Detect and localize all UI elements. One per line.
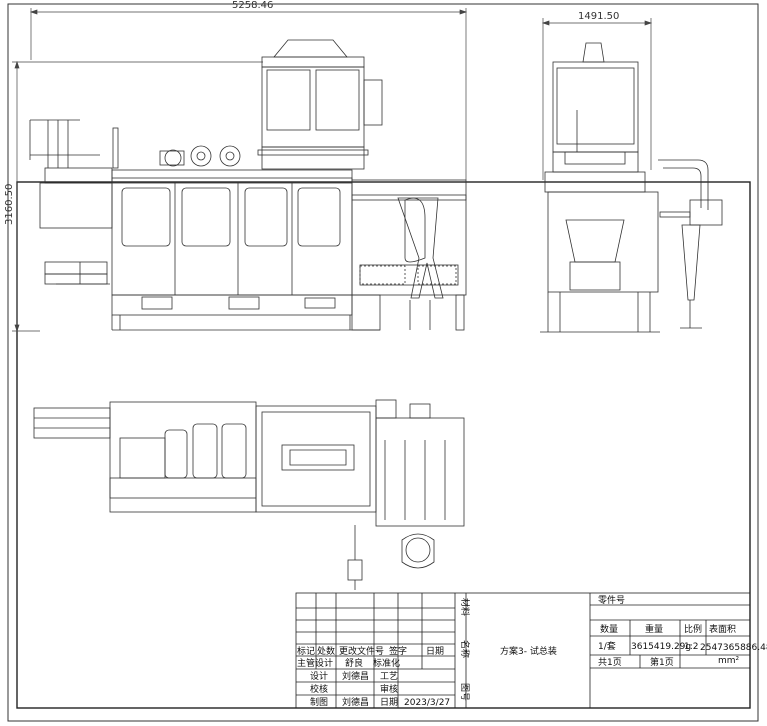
- scheme-name: 方案3- 试总装: [500, 645, 557, 657]
- scale-label: 比例: [684, 623, 702, 635]
- quantity-value: 1/套: [598, 640, 616, 652]
- front-width-label: 5258.46: [232, 0, 273, 11]
- dimension-height: [12, 60, 263, 333]
- rev-header-date: 日期: [426, 646, 444, 657]
- drawing-no-label: 图号: [459, 683, 470, 701]
- revision-headers: 标记 处数 更改文件号 签字 日期: [297, 645, 444, 657]
- scale-value: 1:2: [684, 642, 698, 652]
- approval-rows: 主管设计 舒良 标准化 设计 刘德昌 工艺 校核 审核 制图 刘德昌 日期 20…: [297, 657, 450, 708]
- row-label2-standard: 标准化: [373, 657, 400, 669]
- weight-label: 重量: [645, 623, 663, 635]
- surface-area-label: 表面积: [709, 623, 736, 635]
- rev-header-count: 处数: [317, 645, 335, 657]
- front-view: [29, 39, 467, 331]
- dimension-side-width: [541, 18, 653, 180]
- height-label: 3160.50: [4, 184, 15, 225]
- rev-header-mark: 标记: [297, 645, 315, 657]
- dimension-front-width: [29, 8, 468, 180]
- row-label-design-lead: 主管设计: [297, 657, 333, 669]
- row-label-check: 校核: [310, 683, 328, 695]
- inner-frame: [16, 181, 751, 709]
- title-block: [295, 592, 751, 709]
- row-value2-date: 2023/3/27: [404, 698, 450, 708]
- quantity-label: 数量: [600, 623, 618, 635]
- row-name-design-lead: 舒良: [345, 657, 363, 669]
- total-pages: 共1页: [598, 657, 622, 668]
- top-view: [33, 399, 465, 590]
- row-label-design: 设计: [310, 670, 328, 682]
- row-name-design: 刘德昌: [342, 670, 369, 682]
- page-no: 第1页: [650, 656, 674, 668]
- surface-area-value: 2547365886.48: [700, 643, 767, 653]
- weight-value: 3615419.29g: [631, 642, 691, 652]
- rev-header-sign: 签字: [389, 645, 407, 657]
- side-view: [540, 42, 723, 333]
- rev-header-doc: 更改文件号: [339, 645, 384, 657]
- row-label2-review: 审核: [380, 683, 398, 695]
- row-label2-date: 日期: [380, 697, 398, 708]
- name-label: 名称: [459, 640, 471, 658]
- surface-area-unit: mm²: [718, 656, 740, 666]
- part-no-label: 零件号: [598, 594, 625, 606]
- row-label2-process: 工艺: [380, 671, 398, 682]
- row-name-drafting: 刘德昌: [342, 696, 369, 708]
- side-width-label: 1491.50: [578, 11, 619, 22]
- drawing-frame: [7, 3, 759, 722]
- row-label-drafting: 制图: [310, 696, 328, 708]
- material-label: 材料: [459, 598, 471, 616]
